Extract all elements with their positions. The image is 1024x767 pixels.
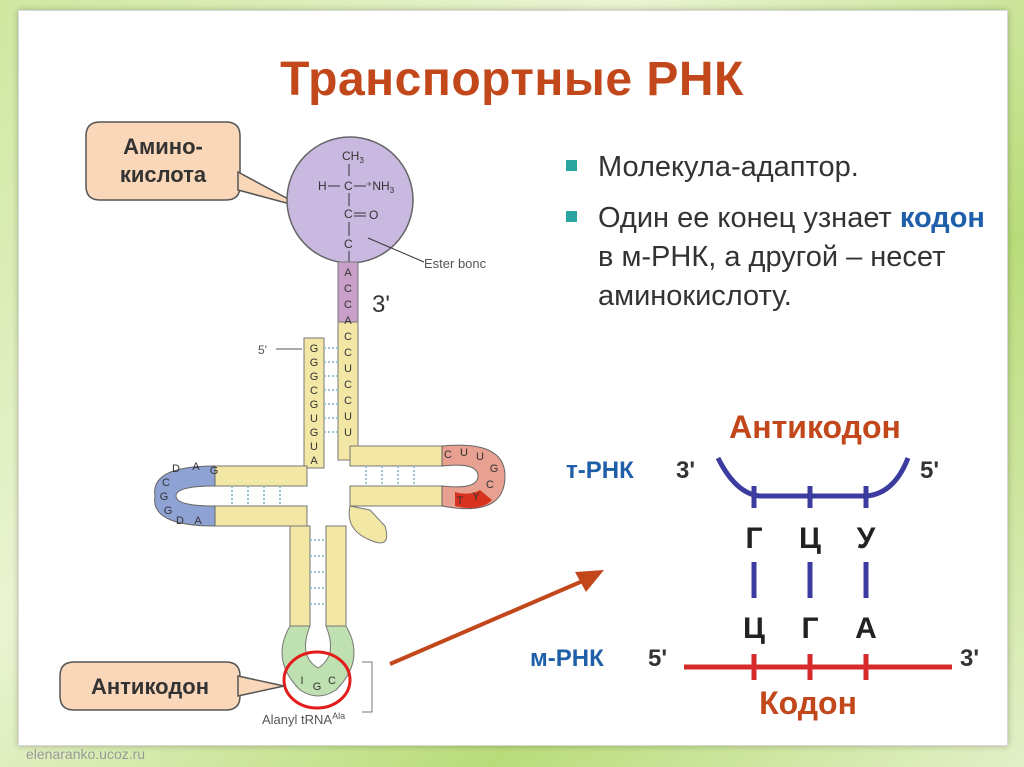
- ester-bond-label: Ester bonc: [424, 256, 487, 271]
- d-loop-base-label: A: [194, 515, 202, 527]
- acceptor-base-label: C: [344, 379, 352, 391]
- d-loop-base-label: G: [210, 465, 219, 477]
- d-loop-base-label: C: [162, 477, 170, 489]
- codon-title: Кодон: [759, 685, 857, 721]
- mrna-five-prime: 5': [648, 645, 667, 672]
- anticodon-letter: Г: [745, 522, 762, 555]
- ester-bond-pointer: [367, 237, 425, 263]
- left-stem-base-label: U: [310, 413, 318, 425]
- watermark: elenaranko.ucoz.ru: [26, 746, 146, 762]
- left-stem-base-label: A: [310, 455, 318, 467]
- left-stem-base-label: G: [310, 427, 319, 439]
- variable-loop: [348, 505, 388, 544]
- left-stem-base-label: G: [310, 343, 319, 355]
- codon-diagram: Антикодон т-РНК 3' 5' Г Ц У Ц Г А м-РНК 5' 3…: [530, 409, 979, 721]
- t-loop-base-label: C: [486, 479, 494, 491]
- trna-label: т-РНК: [566, 457, 634, 484]
- acceptor-base-label: A: [344, 315, 352, 327]
- t-loop-base-label: G: [490, 463, 499, 475]
- acceptor-base-label: C: [344, 331, 352, 343]
- codon-letter: Ц: [743, 612, 765, 645]
- bullet-list: Молекула-адаптор. Один ее конец узнает к…: [566, 148, 1006, 328]
- acceptor-base-label: U: [344, 411, 352, 423]
- acceptor-base-label: C: [344, 395, 352, 407]
- acceptor-base-label: U: [344, 427, 352, 439]
- left-stem-base-label: G: [310, 371, 319, 383]
- anticodon-base-label: C: [328, 675, 336, 687]
- amino-nh3-label: ⁺NH3: [366, 179, 395, 195]
- t-loop-base-label: U: [476, 451, 484, 463]
- trna-five-prime: 5': [920, 457, 939, 484]
- t-loop-base-label: T: [457, 495, 464, 507]
- anticodon-title: Антикодон: [729, 409, 901, 445]
- trna-strand: [715, 456, 911, 499]
- callout-amino-line1: Амино-: [123, 134, 203, 159]
- trna-caption: Alanyl tRNAAla: [262, 711, 345, 727]
- anticodon-letter: У: [857, 522, 876, 555]
- acceptor-five-prime-label: 5': [258, 343, 267, 357]
- t-loop-base-label: Y: [472, 491, 480, 503]
- amino-o-label: O: [369, 208, 378, 222]
- codon-letter: Г: [801, 612, 818, 645]
- amino-acid-callout: Амино- кислота: [85, 121, 306, 209]
- anticodon-letter: Ц: [799, 522, 821, 555]
- t-loop-base-label: C: [444, 449, 452, 461]
- anticodon-base-label: I: [300, 675, 303, 687]
- left-stem-base-label: U: [310, 441, 318, 453]
- bullet-text-pre: Один ее конец узнает: [598, 202, 900, 234]
- amino-c3-label: C: [344, 237, 353, 251]
- amino-acid-group: CH3 H C ⁺NH3 C O C Ester bonc: [286, 136, 487, 271]
- bullet-marker-icon: [566, 160, 577, 171]
- acceptor-base-label: C: [344, 283, 352, 295]
- bullet-text-post: в м-РНК, а другой – несет аминокислоту.: [598, 241, 946, 312]
- left-stem-base-label: G: [310, 399, 319, 411]
- left-stem-base-label: G: [310, 357, 319, 369]
- d-loop-base-label: G: [160, 491, 169, 503]
- pointer-arrow: [389, 570, 604, 666]
- t-loop-base-label: U: [460, 447, 468, 459]
- d-loop-base-label: D: [176, 515, 184, 527]
- amino-c-label: C: [344, 179, 353, 193]
- bullet-item: Молекула-адаптор.: [566, 148, 1006, 187]
- bullet-item: Один ее конец узнает кодон в м-РНК, а др…: [566, 199, 1006, 316]
- mrna-three-prime: 3': [960, 645, 979, 672]
- bullet-highlight-codon: кодон: [899, 202, 985, 234]
- callout-amino-line2: кислота: [120, 162, 207, 187]
- slide-title: Транспортные РНК: [280, 53, 744, 106]
- codon-letter: А: [855, 612, 877, 645]
- anticodon-base-label: G: [313, 681, 322, 693]
- acceptor-base-label: C: [344, 299, 352, 311]
- amino-ch3-label: CH3: [342, 149, 364, 165]
- acceptor-base-label: A: [344, 267, 352, 279]
- left-stem-base-label: C: [310, 385, 318, 397]
- acceptor-base-label: U: [344, 363, 352, 375]
- amino-c2-label: C: [344, 207, 353, 221]
- d-loop-base-label: A: [192, 461, 200, 473]
- acceptor-three-prime-label: 3': [372, 291, 390, 318]
- acceptor-base-label: C: [344, 347, 352, 359]
- anticodon-highlight-circle: [282, 650, 352, 710]
- bullet-marker-icon: [566, 211, 577, 222]
- callout-anticodon-label: Антикодон: [91, 674, 209, 699]
- d-loop-base-label: D: [172, 463, 180, 475]
- trna-three-prime: 3': [676, 457, 695, 484]
- anticodon-callout: Антикодон: [59, 661, 285, 711]
- d-loop-base-label: G: [164, 505, 173, 517]
- amino-h-label: H: [318, 179, 327, 193]
- bullet-text: Молекула-адаптор.: [598, 151, 859, 183]
- mrna-label: м-РНК: [530, 645, 604, 672]
